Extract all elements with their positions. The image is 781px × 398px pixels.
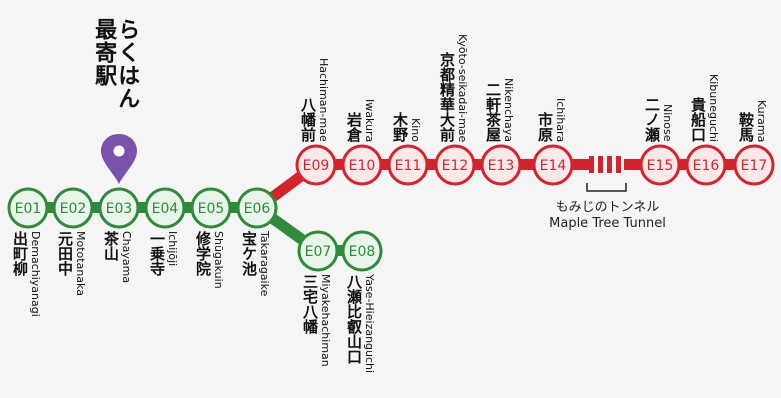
- station-code-e15: E15: [647, 158, 674, 174]
- station-name-e07: 三宅八幡: [301, 274, 319, 334]
- callout-line-2: 最寄駅: [91, 18, 117, 87]
- station-marker-e14[interactable]: [532, 144, 574, 186]
- station-code-e03: E03: [106, 201, 133, 217]
- station-marker-e02[interactable]: [52, 187, 94, 229]
- station-marker-e01[interactable]: [7, 187, 49, 229]
- station-romaji-e10: Iwakura: [363, 99, 376, 143]
- tunnel-label-en: Maple Tree Tunnel: [549, 216, 666, 232]
- station-name-e12: 京都精華大前: [438, 52, 456, 142]
- station-romaji-e07: Miyakehachiman: [319, 274, 332, 367]
- station-romaji-e04: Ichijōji: [166, 231, 179, 267]
- station-marker-e13[interactable]: [480, 144, 522, 186]
- station-romaji-e03: Chayama: [120, 231, 133, 284]
- station-romaji-e14: Ichihara: [554, 98, 567, 143]
- station-code-e02: E02: [60, 201, 87, 217]
- station-marker-e16[interactable]: [685, 144, 727, 186]
- station-marker-e05[interactable]: [190, 187, 232, 229]
- station-code-e14: E14: [540, 158, 567, 174]
- station-romaji-e16: Kibuneguchi: [707, 74, 720, 142]
- station-name-e08: 八瀬比叡山口: [345, 274, 363, 364]
- green-main-track: [28, 202, 258, 213]
- station-romaji-e05: Shūgakuin: [212, 231, 225, 289]
- station-marker-e17[interactable]: [733, 144, 775, 186]
- station-code-e05: E05: [198, 201, 225, 217]
- station-name-e14: 市原: [536, 112, 554, 142]
- station-marker-e03[interactable]: [98, 187, 140, 229]
- station-marker-e09[interactable]: [295, 144, 337, 186]
- map-pin-icon: [101, 134, 137, 184]
- station-romaji-e09: Hachiman-mae: [317, 58, 330, 142]
- station-name-e05: 修学院: [194, 231, 212, 276]
- tunnel-label: もみじのトンネル Maple Tree Tunnel: [530, 200, 685, 233]
- station-romaji-e13: Nikenchaya: [502, 78, 515, 143]
- tunnel-label-ja: もみじのトンネル: [555, 200, 660, 215]
- station-code-e13: E13: [488, 158, 515, 174]
- callout-label: らくはん 最寄駅: [91, 18, 140, 110]
- tunnel-bracket: [586, 183, 627, 192]
- station-marker-e06[interactable]: [236, 187, 278, 229]
- station-name-e15: 二ノ瀬: [643, 97, 661, 142]
- callout-line-1: らくはん: [114, 18, 140, 110]
- tunnel-stripes: [589, 156, 621, 173]
- station-marker-e07[interactable]: [297, 230, 339, 272]
- station-code-e16: E16: [693, 158, 720, 174]
- station-romaji-e17: Kurama: [755, 100, 768, 143]
- green-branch-track-2: [318, 245, 362, 256]
- station-code-e08: E08: [349, 244, 376, 260]
- station-name-e09: 八幡前: [299, 97, 317, 142]
- station-name-e02: 元田中: [56, 231, 74, 276]
- station-romaji-e15: Ninose: [661, 104, 674, 142]
- station-name-e17: 鞍馬: [737, 112, 755, 142]
- station-name-e16: 貴船口: [689, 97, 707, 142]
- station-code-e01: E01: [15, 201, 42, 217]
- station-marker-e15[interactable]: [639, 144, 681, 186]
- station-romaji-e08: Yase-Hieizanguchi: [363, 274, 376, 374]
- station-name-e10: 岩倉: [345, 112, 363, 142]
- station-code-e06: E06: [244, 201, 271, 217]
- station-marker-e04[interactable]: [144, 187, 186, 229]
- station-marker-e10[interactable]: [341, 144, 383, 186]
- station-name-e04: 一乗寺: [148, 231, 166, 276]
- station-marker-e11[interactable]: [387, 144, 429, 186]
- station-code-e10: E10: [349, 158, 376, 174]
- station-code-e04: E04: [152, 201, 179, 217]
- station-romaji-e06: Takaragaike: [258, 231, 271, 297]
- station-marker-e12[interactable]: [434, 144, 476, 186]
- station-code-e07: E07: [305, 244, 332, 260]
- station-code-e11: E11: [395, 158, 422, 174]
- station-romaji-e11: Kino: [409, 118, 422, 142]
- station-code-e09: E09: [303, 158, 330, 174]
- station-romaji-e12: Kyōto-seikadai-mae: [456, 34, 469, 143]
- station-romaji-e02: Mototanaka: [74, 231, 87, 296]
- station-name-e06: 宝ケ池: [240, 231, 258, 276]
- station-name-e03: 茶山: [102, 231, 120, 261]
- station-name-e01: 出町柳: [11, 231, 29, 276]
- station-marker-e08[interactable]: [341, 230, 383, 272]
- station-name-e13: 二軒茶屋: [484, 82, 502, 142]
- station-code-e12: E12: [442, 158, 469, 174]
- station-code-e17: E17: [741, 158, 768, 174]
- station-romaji-e01: Demachiyanagi: [29, 231, 42, 317]
- station-name-e11: 木野: [391, 112, 409, 142]
